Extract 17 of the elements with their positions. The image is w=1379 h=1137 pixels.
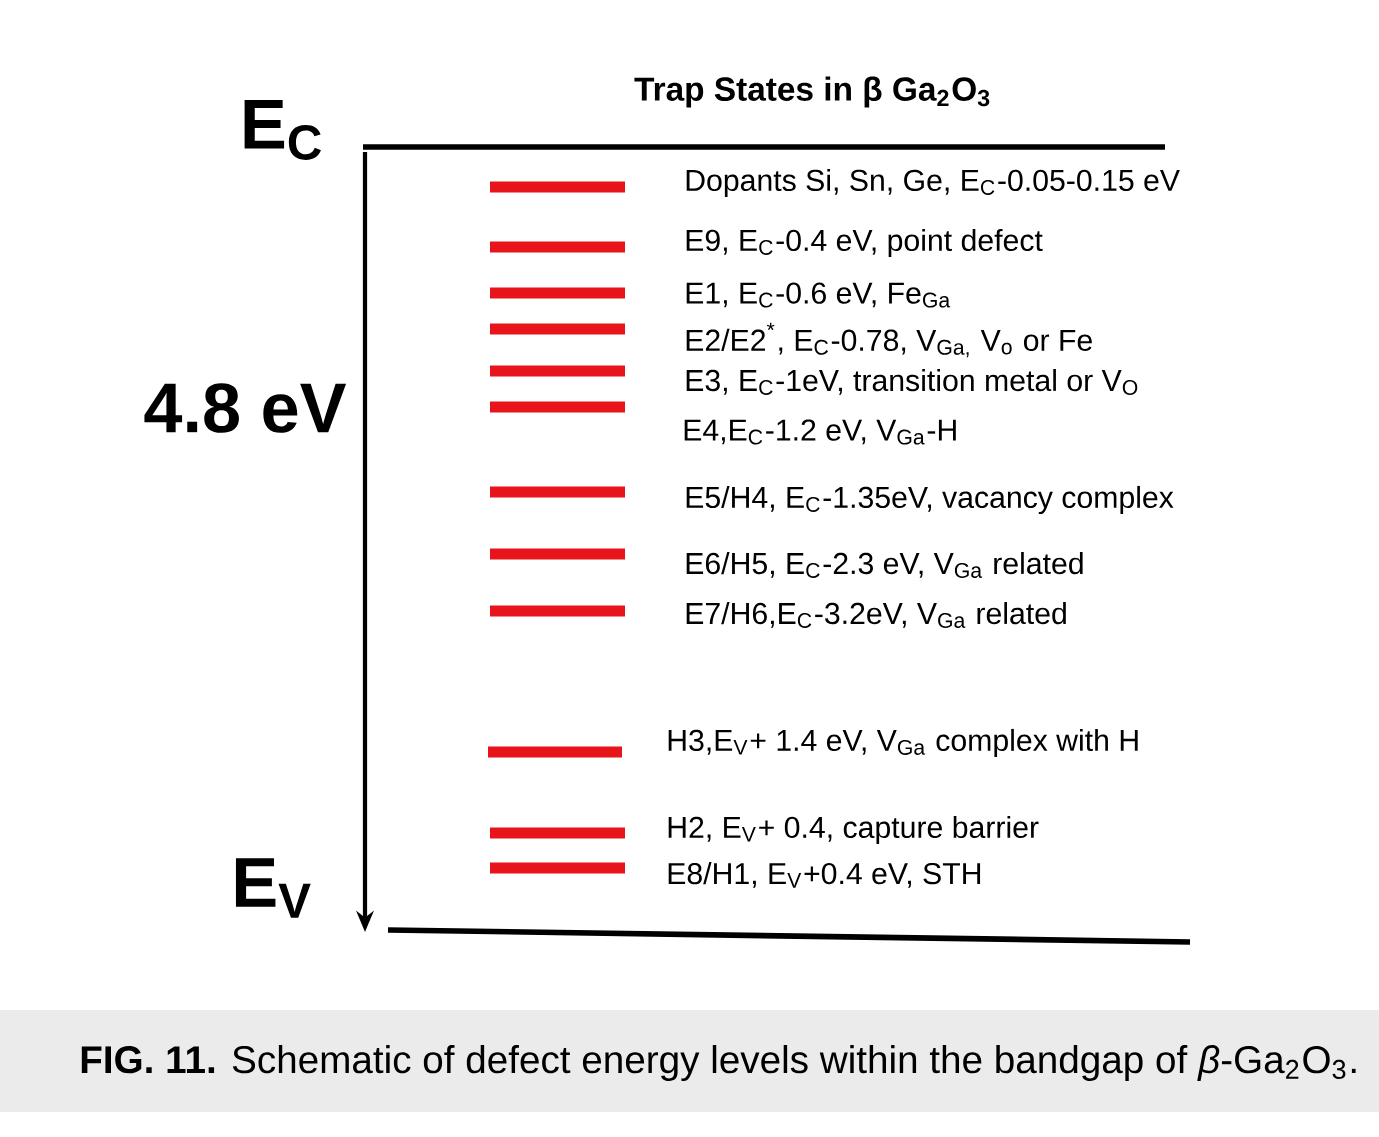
caption: FIG. 11. Schematic of defect energy levels within the bandgap of β-Ga$_{2}$O$_{3}$. [81, 1045, 1356, 1081]
energy-label: E$_{C}$ [244, 100, 321, 160]
energy-label: 4.8 eV [144, 383, 347, 433]
level-label: E2/E2$^{*}$, E$_{C}$-0.78, V$_{Ga,}$ V$_{o}$ or Fe [686, 322, 1092, 358]
level-label: E9, E$_{C}$-0.4 eV, point defect [686, 228, 1043, 258]
energy-label: E$_{V}$ [235, 858, 311, 918]
level-label: Dopants Si, Sn, Ge, E$_{C}$-0.05-0.15 eV [686, 168, 1180, 198]
level-label: E5/H4, E$_{C}$-1.35eV, vacancy complex [686, 485, 1174, 515]
level-label: E6/H5, E$_{C}$-2.3 eV, V$_{Ga}$ related [686, 552, 1083, 578]
level-label: E7/H6,E$_{C}$-3.2eV, V$_{Ga}$ related [686, 602, 1066, 628]
level-label: E1, E$_{C}$-0.6 eV, Fe$_{Ga}$ [686, 282, 951, 308]
level-label: E8/H1, E$_{V}$+0.4 eV, STH [668, 862, 981, 888]
level-label: E4,E$_{C}$-1.2 eV, V$_{Ga}$-H [684, 419, 956, 445]
level-label: H2, E$_{V}$+ 0.4, capture barrier [668, 815, 1039, 845]
level-label: E3, E$_{C}$-1eV, transition metal or V$_{O}$ [686, 369, 1138, 395]
title: Trap States in β Ga$_{2}$O$_{3}$ [634, 76, 990, 108]
level-label: H3,E$_{V}$+ 1.4 eV, V$_{Ga}$ complex with H [668, 728, 1138, 758]
